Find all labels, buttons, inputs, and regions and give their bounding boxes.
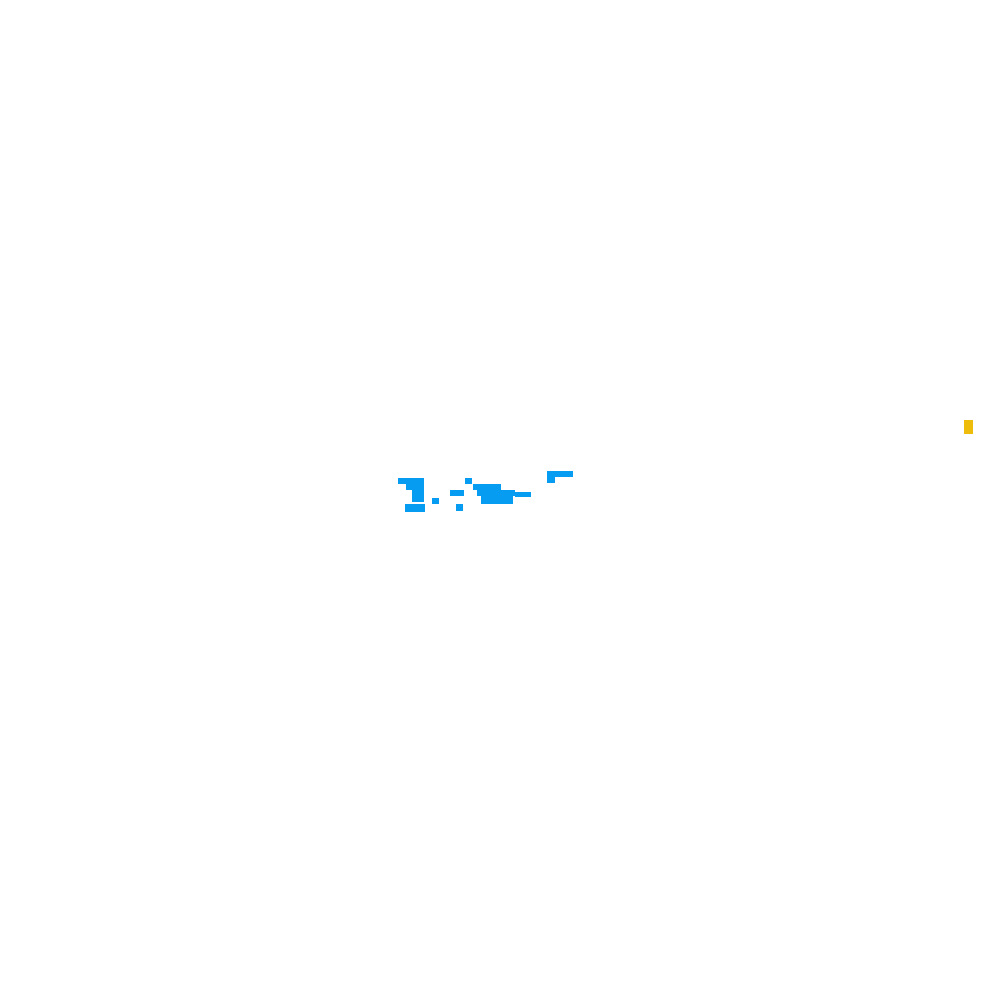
blue-pixel-block: [547, 477, 555, 483]
blue-pixel-block: [398, 478, 424, 484]
blue-pixel-block: [432, 498, 439, 504]
blue-pixel-block: [473, 484, 501, 490]
blue-pixel-block: [450, 490, 464, 496]
blue-pixel-block: [547, 471, 573, 477]
blue-pixel-block: [515, 492, 531, 497]
blue-pixel-block: [465, 478, 472, 484]
blue-pixel-block: [477, 490, 515, 496]
blue-pixel-block: [481, 496, 513, 504]
blue-pixel-block: [412, 490, 424, 502]
blue-pixel-block: [456, 504, 463, 511]
blue-pixel-block: [406, 484, 424, 490]
yellow-pixel-block: [964, 420, 973, 434]
blue-pixel-block: [405, 504, 425, 512]
